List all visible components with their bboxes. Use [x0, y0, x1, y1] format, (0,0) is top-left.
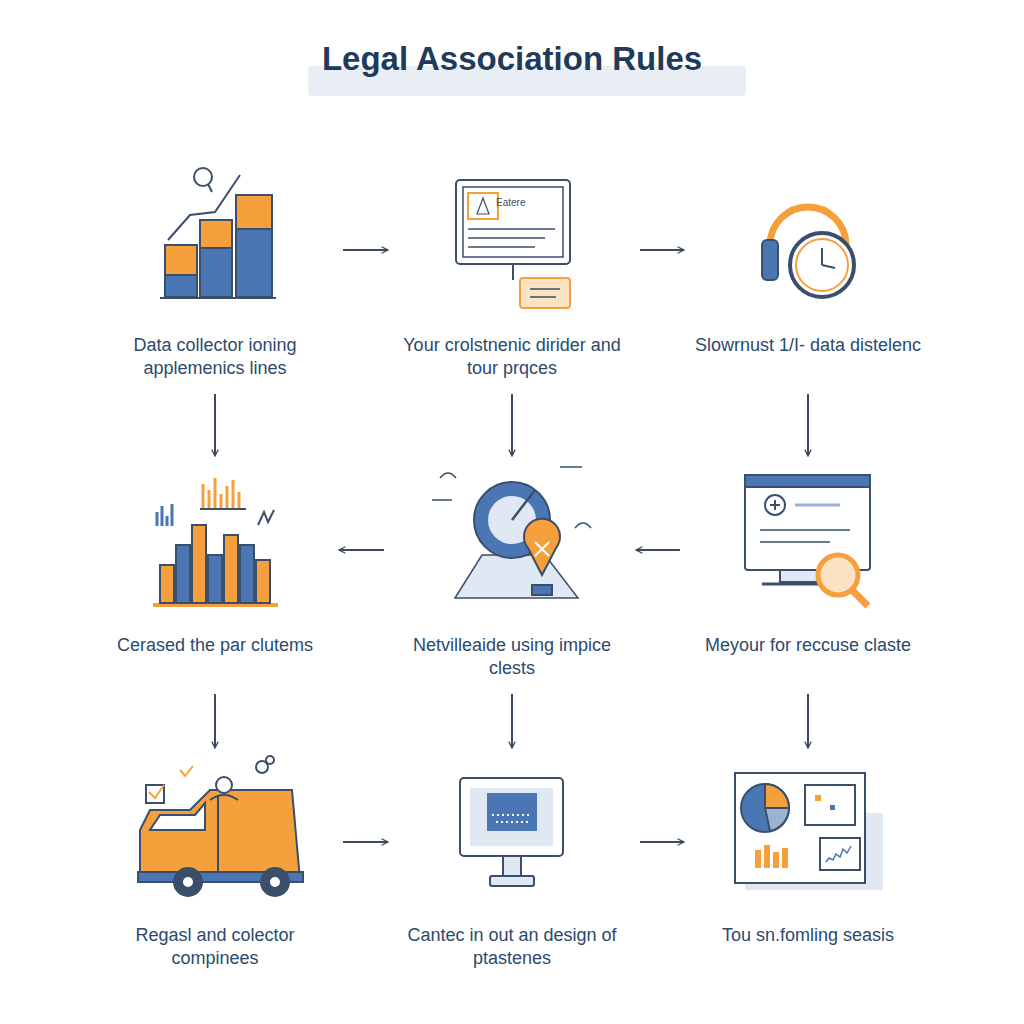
flow-arrow	[343, 249, 388, 251]
diagram-title: Legal Association Rules	[0, 40, 1024, 78]
flow-arrow	[807, 694, 809, 748]
flow-arrow	[214, 694, 216, 748]
flow-arrow	[339, 549, 384, 551]
step-caption: Regasl and colector compinees	[95, 924, 335, 970]
step-node: Data collector ioning applemenics lines	[95, 160, 335, 388]
flow-arrow	[640, 841, 684, 843]
flow-arrow	[511, 394, 513, 456]
step-node: Meyour for reccuse claste	[688, 460, 928, 688]
step-caption: Netvilleaide using impice clests	[392, 634, 632, 680]
step-node: Your crolstnenic dirider and tour prqces	[392, 160, 632, 388]
step-caption: Meyour for reccuse claste	[688, 634, 928, 657]
step-caption: Cerased the par clutems	[95, 634, 335, 657]
flow-arrow	[807, 394, 809, 456]
step-caption: Your crolstnenic dirider and tour prqces	[392, 334, 632, 380]
step-node: Slowrnust 1/I- data distelenc	[688, 160, 928, 388]
step-caption: Cantec in out an design of ptastenes	[392, 924, 632, 970]
step-node: Tou sn.fomling seasis	[688, 752, 928, 974]
step-caption: Data collector ioning applemenics lines	[95, 334, 335, 380]
flow-arrow	[636, 549, 680, 551]
flow-arrow	[640, 249, 684, 251]
flow-arrow	[343, 841, 388, 843]
flow-arrow	[214, 394, 216, 456]
step-node: Cerased the par clutems	[95, 460, 335, 688]
screen-label: Eatere	[496, 197, 525, 208]
step-node: Netvilleaide using impice clests	[392, 460, 632, 688]
step-caption: Slowrnust 1/I- data distelenc	[688, 334, 928, 357]
step-caption: Tou sn.fomling seasis	[688, 924, 928, 947]
step-node: Cantec in out an design of ptastenes	[392, 752, 632, 974]
flow-arrow	[511, 694, 513, 748]
step-node: Regasl and colector compinees	[95, 752, 335, 974]
